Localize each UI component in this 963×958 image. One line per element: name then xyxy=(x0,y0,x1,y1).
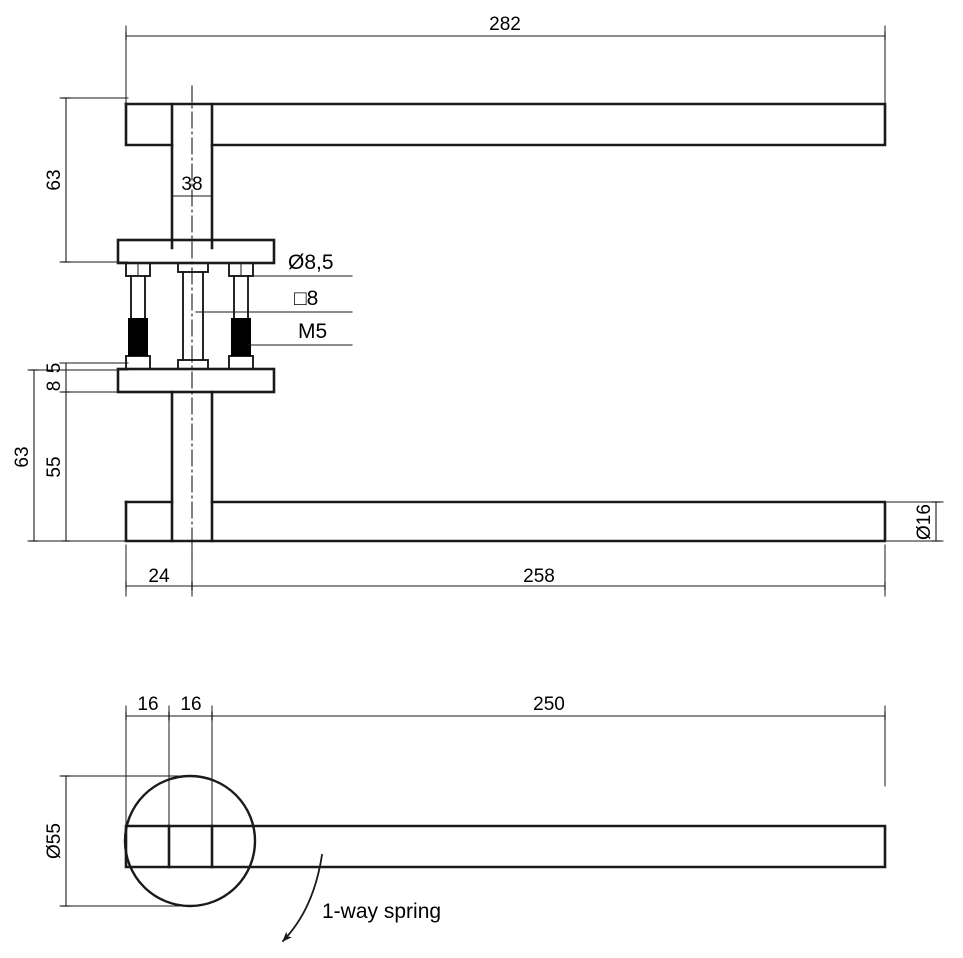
dimension-lines-plan xyxy=(61,711,886,907)
dim-plan-lever-250: 250 xyxy=(533,694,565,715)
upper-rosette-plate xyxy=(116,238,276,265)
dim-neck-width-38: 38 xyxy=(181,174,202,195)
fixing-screw-right xyxy=(228,262,254,370)
fixing-screw-left xyxy=(125,262,151,370)
callout-spindle-square: □8 xyxy=(294,287,318,310)
annotation-one-way-spring: 1-way spring xyxy=(322,900,441,923)
upper-lever-outline xyxy=(124,102,887,147)
extension-lines-plan xyxy=(59,705,886,907)
callout-hole-diameter: Ø8,5 xyxy=(288,251,334,274)
dim-plan-seg-a-16: 16 xyxy=(137,694,158,715)
dimension-lines-side xyxy=(29,31,941,591)
dim-overall-length-282: 282 xyxy=(489,14,521,35)
rosette-circle xyxy=(123,774,257,908)
lower-rosette-plate xyxy=(116,367,276,394)
callout-leaders xyxy=(195,275,353,346)
dim-plate-thickness-8: 8 xyxy=(44,381,65,392)
dim-rosette-diameter-55: Ø55 xyxy=(44,823,65,859)
plan-lever-outline xyxy=(124,824,887,869)
dim-lower-total-63: 63 xyxy=(12,446,33,467)
dim-gap-5: 5 xyxy=(44,363,65,374)
thread-shading-right xyxy=(231,318,251,356)
dim-upper-height-63: 63 xyxy=(44,169,65,190)
extension-lines-side xyxy=(27,25,944,597)
dim-bar-diameter-16: Ø16 xyxy=(914,504,935,540)
lower-lever-outline xyxy=(124,500,887,543)
dim-offset-24: 24 xyxy=(148,566,170,587)
centre-spindle xyxy=(177,262,209,370)
dim-lower-length-258: 258 xyxy=(523,566,555,587)
spring-direction-arrow xyxy=(281,853,324,943)
dim-lower-height-55: 55 xyxy=(44,456,65,477)
dim-plan-seg-b-16: 16 xyxy=(180,694,201,715)
lower-neck-outline xyxy=(170,390,214,543)
upper-neck-outline xyxy=(170,102,214,250)
callout-thread-m5: M5 xyxy=(298,320,327,343)
thread-shading-left xyxy=(128,318,148,356)
